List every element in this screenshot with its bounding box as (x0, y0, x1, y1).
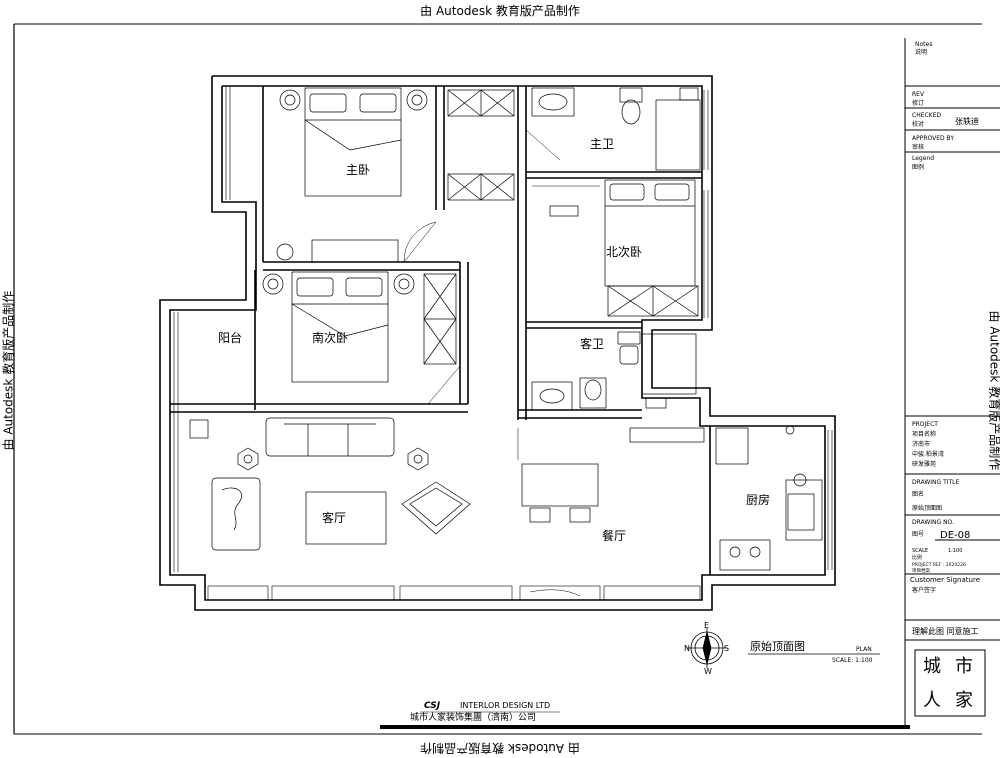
room-label-north-bedroom: 北次卧 (606, 245, 642, 259)
tb-checked-cn: 校对 (912, 120, 924, 128)
tb-customer-signature: Customer Signature (910, 576, 980, 584)
compass-s: S (724, 644, 729, 653)
tb-scale-label: SCALE (912, 548, 928, 554)
company-name-cn: 城市人家装饰集團（濟南）公司 (410, 711, 536, 723)
tb-project-line-1: 项目名称 (912, 430, 936, 438)
tb-drawing-no-cn: 图号 (912, 531, 924, 538)
dining-furniture (517, 427, 705, 523)
tb-drawing-no: DE-08 (940, 530, 970, 541)
seal-char-2: 市 (955, 656, 973, 677)
tb-project-en: PROJECT (912, 421, 938, 428)
tb-drawing-title-cn: 图名 (912, 490, 924, 498)
tb-scale-val: 1:100 (948, 548, 962, 554)
tb-project-ref: PROJECT REF : 2020226 (912, 562, 966, 568)
bottom-cabinets (207, 585, 701, 601)
tb-notes-cn: 说明 (915, 48, 927, 56)
tb-approved-cn: 审核 (912, 143, 924, 151)
plan-title: 原始顶面图 (750, 639, 805, 653)
title-block-text: Notes 说明 REV 修订 CHECKED 校对 张轶迪 APPROVED … (910, 41, 980, 636)
compass-w: W (704, 667, 712, 676)
tb-project-line-2: 济南市 (912, 440, 930, 448)
kitchen-fixtures (715, 425, 823, 571)
seal-char-1: 城 (923, 656, 941, 677)
room-label-south-bedroom: 南次卧 (312, 330, 348, 345)
tb-notes-en: Notes (915, 41, 932, 48)
guest-bath-fixtures (531, 331, 697, 411)
tb-customer-cn: 客户签字 (912, 586, 936, 594)
living-room-furniture (189, 417, 471, 551)
tb-approved-en: APPROVED BY (912, 135, 954, 142)
seal-char-4: 家 (955, 690, 973, 711)
tb-rev-en: REV (912, 91, 925, 98)
tb-project-ref-cn: 项目档案 (912, 567, 930, 574)
tb-project-line-3: 中骏.柏景湾 (912, 450, 944, 458)
wardrobes (423, 89, 699, 365)
tb-legend-cn: 图例 (912, 163, 924, 171)
plan-scale: SCALE: 1:100 (832, 657, 873, 664)
tb-scale-cn: 比例 (912, 554, 922, 561)
master-bath-fixtures (525, 87, 701, 171)
room-label-living-room: 客厅 (322, 510, 346, 525)
tb-checked-en: CHECKED (912, 112, 941, 119)
tb-legend-en: Legend (912, 155, 934, 162)
title-block (904, 38, 1000, 726)
south-bed (262, 271, 461, 405)
company-name-en: INTERLOR DESIGN LTD (460, 701, 550, 710)
seal-grid: 城 市 人 家 (923, 656, 973, 711)
master-bed (276, 87, 437, 263)
compass-n: N (684, 644, 690, 653)
room-label-dining-room: 餐厅 (602, 528, 626, 543)
tb-drawing-title-val: 原始顶面图 (912, 504, 942, 512)
plan-label: PLAN (856, 646, 872, 653)
watermark-top: 由 Autodesk 教育版产品制作 (420, 4, 580, 18)
room-label-balcony: 阳台 (218, 330, 242, 345)
floor-plan (159, 75, 836, 611)
tb-drawing-title-en: DRAWING TITLE (912, 479, 960, 486)
tb-confirm-text: 理解此图 同意施工 (912, 626, 979, 636)
room-label-guest-bath: 客卫 (580, 336, 604, 351)
north-bed (532, 179, 696, 287)
tb-drawing-no-en: DRAWING NO. (912, 519, 954, 526)
compass-rose (687, 628, 727, 668)
windows (173, 86, 833, 572)
room-label-master-bedroom: 主卧 (346, 163, 370, 177)
tb-rev-cn: 修订 (912, 99, 924, 107)
company-logo: CSJ (424, 701, 441, 711)
seal-char-3: 人 (923, 690, 941, 711)
tb-project-line-4: 研发雅苑 (912, 460, 936, 468)
tb-checked-name: 张轶迪 (955, 116, 979, 126)
room-label-kitchen: 厨房 (746, 492, 770, 507)
room-label-master-bath: 主卫 (590, 137, 614, 151)
compass-e: E (704, 621, 709, 630)
